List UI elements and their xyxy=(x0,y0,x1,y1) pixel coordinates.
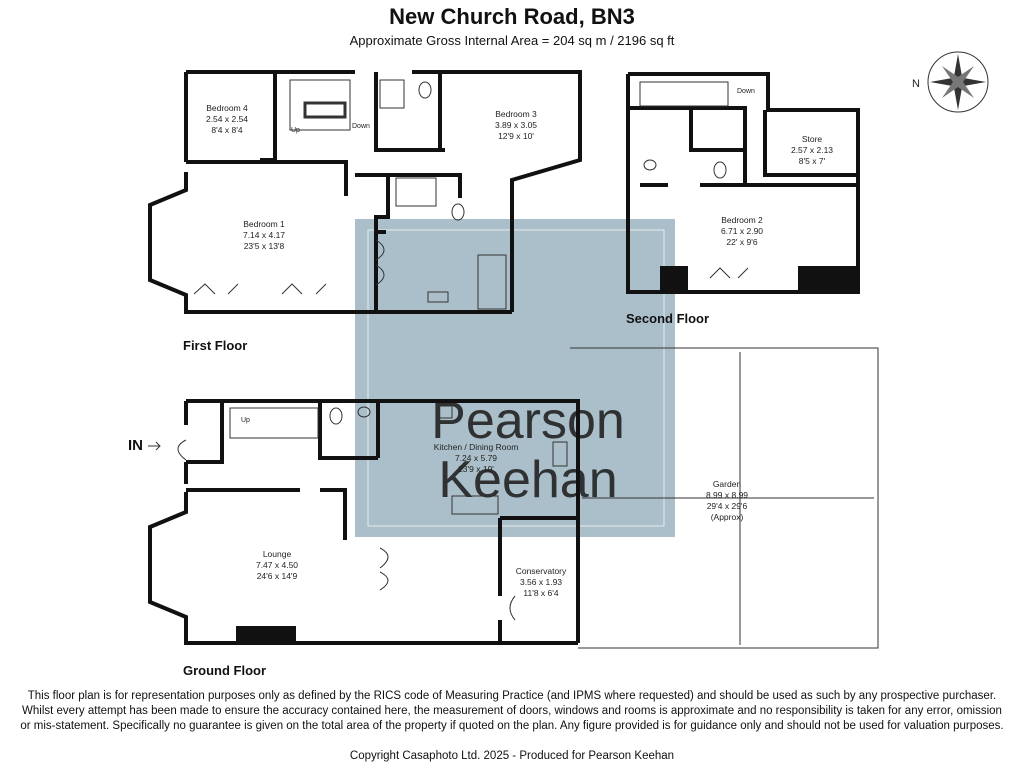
ground-floor-walls xyxy=(148,399,580,645)
garden-imperial: 29'4 x 29'6 xyxy=(707,501,748,511)
bedroom2-name: Bedroom 2 xyxy=(721,215,763,225)
conservatory-imperial: 11'8 x 6'4 xyxy=(523,588,558,598)
compass-north-label: N xyxy=(912,78,920,90)
bedroom3-name: Bedroom 3 xyxy=(495,109,537,119)
garden-note: (Approx) xyxy=(711,512,744,522)
second-floor-dormer-block xyxy=(798,266,858,292)
ground-floor-fireplace xyxy=(236,626,296,643)
watermark-panel xyxy=(355,219,675,537)
plan-title: New Church Road, BN3 xyxy=(389,4,635,29)
ground-floor-fixtures xyxy=(177,405,568,621)
bedroom4-imperial: 8'4 x 8'4 xyxy=(211,125,242,135)
bedroom1-imperial: 23'5 x 13'8 xyxy=(244,241,285,251)
watermark-line2: Keehan xyxy=(438,451,617,509)
plan-area-subtitle: Approximate Gross Internal Area = 204 sq… xyxy=(349,33,675,48)
store-name: Store xyxy=(802,134,823,144)
second-floor-chimney xyxy=(660,266,688,292)
first-floor-stairs-down: Down xyxy=(352,123,370,130)
kitchen-imperial: 23'9 x 19' xyxy=(458,464,494,474)
garden-outline xyxy=(570,347,879,649)
conservatory-name: Conservatory xyxy=(516,566,567,576)
first-floor-fixtures xyxy=(193,79,507,310)
store-metric: 2.57 x 2.13 xyxy=(791,145,833,155)
first-floor-label: First Floor xyxy=(183,338,248,353)
entrance-label: IN xyxy=(128,437,143,454)
ground-floor-stairs-up: Up xyxy=(241,417,250,424)
bedroom3-imperial: 12'9 x 10' xyxy=(498,131,534,141)
kitchen-name: Kitchen / Dining Room xyxy=(434,442,519,452)
store-imperial: 8'5 x 7' xyxy=(799,156,826,166)
garden-name: Garden xyxy=(713,479,742,489)
disclaimer-text: This floor plan is for representation pu… xyxy=(20,690,1004,732)
second-floor-stairs-down: Down xyxy=(737,88,755,95)
second-floor-label: Second Floor xyxy=(626,311,710,326)
bedroom3-metric: 3.89 x 3.05 xyxy=(495,120,537,130)
first-floor-walls xyxy=(148,70,582,314)
compass-icon xyxy=(927,51,989,113)
lounge-metric: 7.47 x 4.50 xyxy=(256,560,298,570)
copyright-text: Copyright Casaphoto Ltd. 2025 - Produced… xyxy=(349,750,675,762)
bedroom4-metric: 2.54 x 2.54 xyxy=(206,114,248,124)
lounge-imperial: 24'6 x 14'9 xyxy=(257,571,298,581)
second-floor-walls xyxy=(626,72,860,294)
conservatory-metric: 3.56 x 1.93 xyxy=(520,577,562,587)
garden-metric: 8.99 x 8.99 xyxy=(706,490,748,500)
bedroom2-imperial: 22' x 9'6 xyxy=(726,237,757,247)
bedroom4-name: Bedroom 4 xyxy=(206,103,248,113)
bedroom2-metric: 6.71 x 2.90 xyxy=(721,226,763,236)
first-floor-stairs-up: Up xyxy=(291,127,300,134)
bedroom1-name: Bedroom 1 xyxy=(243,219,285,229)
ground-floor-label: Ground Floor xyxy=(183,663,267,678)
kitchen-metric: 7.24 x 5.79 xyxy=(455,453,497,463)
lounge-name: Lounge xyxy=(263,549,292,559)
entrance-arrow-icon xyxy=(148,441,161,451)
second-floor-fixtures xyxy=(639,81,749,279)
bedroom1-metric: 7.14 x 4.17 xyxy=(243,230,285,240)
